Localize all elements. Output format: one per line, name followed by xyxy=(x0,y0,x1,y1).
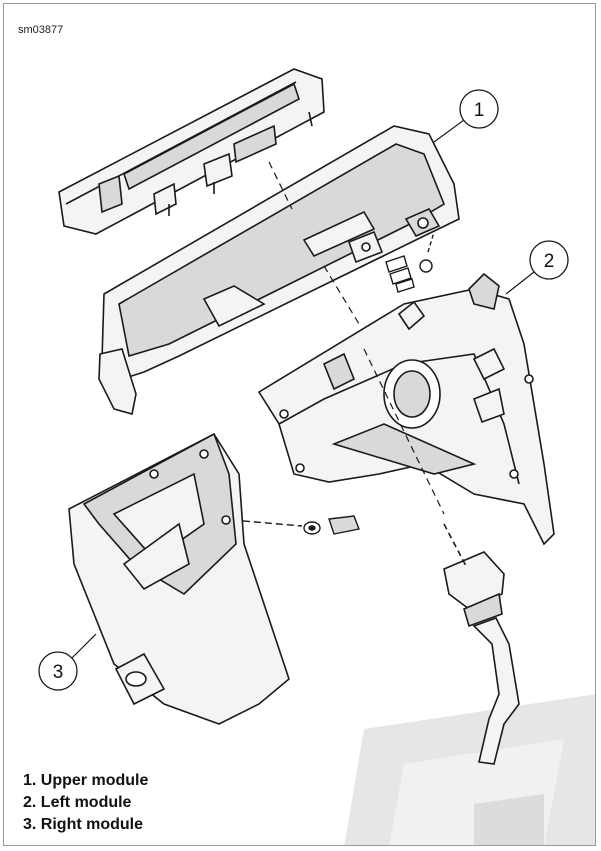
exploded-view-drawing: 1 2 3 xyxy=(38,68,595,845)
left-module xyxy=(257,272,555,546)
callout-1-label: 1 xyxy=(474,100,485,121)
callout-2-label: 2 xyxy=(544,251,555,272)
upper-module xyxy=(98,125,460,416)
legend-item-upper-module: 1. Upper module xyxy=(23,772,149,789)
fastener-set xyxy=(385,231,435,293)
callout-1: 1 xyxy=(433,89,499,143)
bolt-and-washer xyxy=(231,515,360,535)
right-module xyxy=(68,432,290,725)
reference-code: sm03877 xyxy=(18,24,64,36)
callout-2: 2 xyxy=(505,240,569,295)
legend-item-left-module: 2. Left module xyxy=(23,794,132,811)
callout-3-label: 3 xyxy=(53,662,64,683)
instrument-cluster xyxy=(58,68,325,235)
alignment-lines xyxy=(268,161,445,515)
parts-legend: 1. Upper module 2. Left module 3. Right … xyxy=(23,770,148,836)
callout-3: 3 xyxy=(38,633,97,691)
wiring-harness xyxy=(443,523,520,765)
legend-item-right-module: 3. Right module xyxy=(23,816,143,833)
diagram-frame: sm03877 xyxy=(3,3,596,846)
watermark-logo xyxy=(344,694,595,845)
